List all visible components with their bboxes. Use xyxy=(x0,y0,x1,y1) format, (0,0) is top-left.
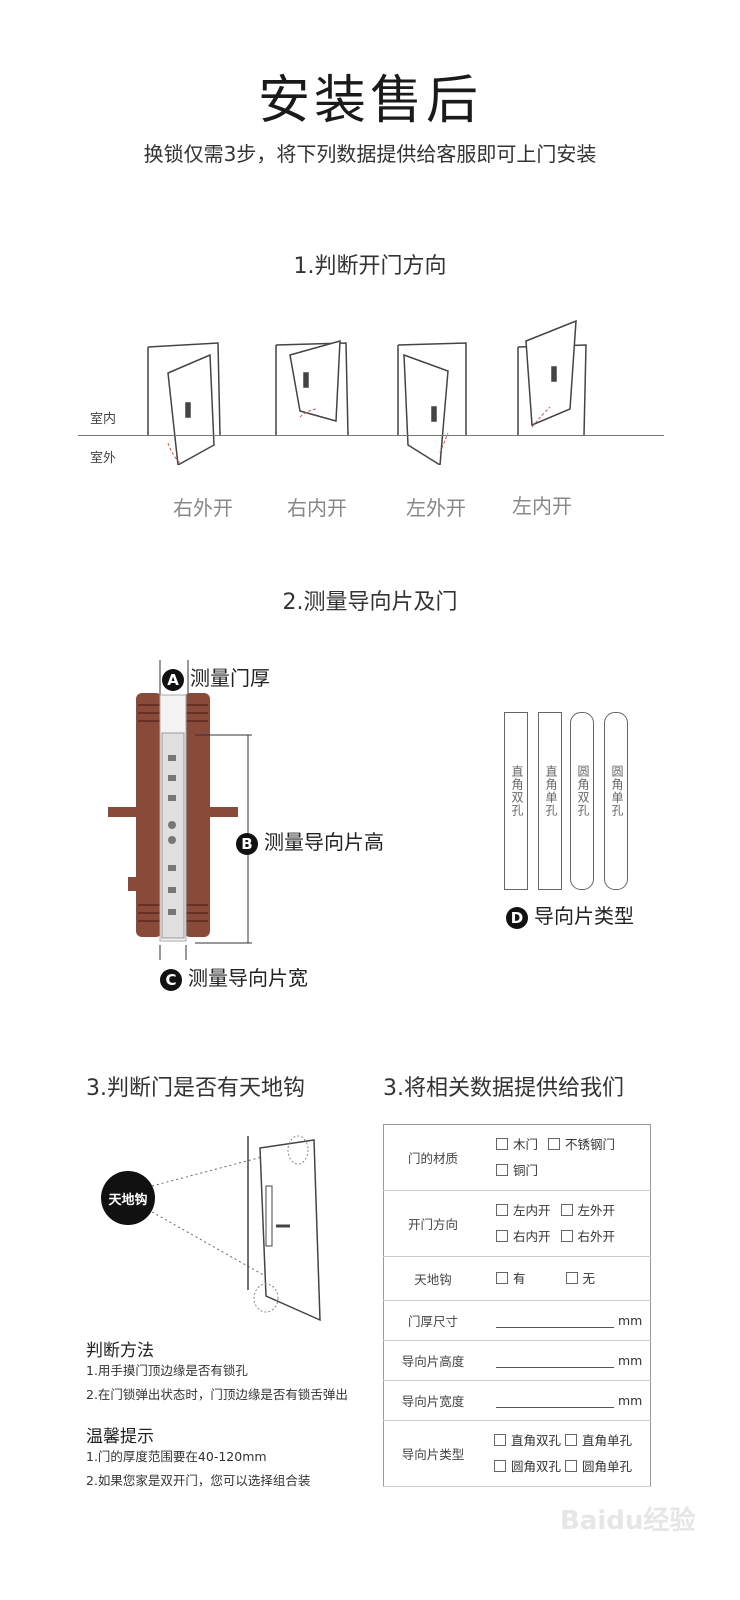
page-title: 安装售后 xyxy=(257,71,482,131)
form-label-plate-type: 导向片类型 xyxy=(383,1420,482,1487)
thickness-unit: mm xyxy=(618,1313,643,1328)
callout-plate-height: B 测量导向片高 xyxy=(236,826,384,855)
door-label-left-in: 左内开 xyxy=(512,494,572,518)
door-label-left-out: 左外开 xyxy=(406,496,466,520)
height-input[interactable] xyxy=(496,1353,614,1368)
callout-plate-width: C 测量导向片宽 xyxy=(160,962,308,991)
plate-square-double: 直角双孔 xyxy=(504,712,528,890)
checkbox-icon[interactable] xyxy=(560,1229,573,1242)
checkbox-icon[interactable] xyxy=(548,1137,561,1150)
plate-label-4: 圆角单孔 xyxy=(610,765,624,817)
checkbox-icon[interactable] xyxy=(565,1459,578,1472)
option-hook-yes[interactable]: 有 xyxy=(496,1266,526,1292)
checkbox-icon[interactable] xyxy=(565,1433,578,1446)
method-item-1: 1.用手摸门顶边缘是否有锁孔 xyxy=(86,1363,248,1378)
page-subtitle: 换锁仅需3步，将下列数据提供给客服即可上门安装 xyxy=(143,142,597,166)
door-label-right-in: 右内开 xyxy=(287,496,347,520)
option-right-out[interactable]: 右外开 xyxy=(560,1224,615,1250)
form-row-width: 导向片宽度 mm xyxy=(383,1380,651,1421)
callout-d-label: 导向片类型 xyxy=(534,904,634,928)
checkbox-icon[interactable] xyxy=(494,1459,506,1472)
lock-body-illustration xyxy=(108,660,252,960)
form-label-thickness: 门厚尺寸 xyxy=(383,1300,482,1341)
option-left-out[interactable]: 左外开 xyxy=(560,1198,615,1224)
form-row-plate-type: 导向片类型 直角双孔直角单孔 圆角双孔圆角单孔 xyxy=(383,1420,651,1487)
width-unit: mm xyxy=(618,1393,643,1408)
option-hook-no[interactable]: 无 xyxy=(565,1266,595,1292)
option-copper[interactable]: 铜门 xyxy=(496,1158,538,1184)
plate-label-2: 直角单孔 xyxy=(544,765,558,817)
checkbox-icon[interactable] xyxy=(496,1271,508,1284)
door-label-right-out: 右外开 xyxy=(173,496,233,520)
watermark: Baidu经验 xyxy=(560,1506,696,1536)
plate-label-3: 圆角双孔 xyxy=(576,765,590,817)
plate-round-single: 圆角单孔 xyxy=(604,712,628,890)
info-form: 门的材质 木门不锈钢门 铜门 开门方向 左内开左外开 右内开右外开 天地钩 有 无… xyxy=(383,1124,651,1487)
form-label-hook: 天地钩 xyxy=(383,1256,482,1301)
form-label-material: 门的材质 xyxy=(383,1124,482,1191)
form-label-width: 导向片宽度 xyxy=(383,1380,482,1421)
badge-a: A xyxy=(162,668,184,691)
method-title: 判断方法 xyxy=(86,1341,154,1361)
checkbox-icon[interactable] xyxy=(494,1433,506,1446)
option-left-in[interactable]: 左内开 xyxy=(496,1198,551,1224)
step3b-title: 3.将相关数据提供给我们 xyxy=(383,1076,624,1101)
option-square-double[interactable]: 直角双孔 xyxy=(494,1428,561,1454)
step2-title: 2.测量导向片及门 xyxy=(282,590,458,615)
form-row-material: 门的材质 木门不锈钢门 铜门 xyxy=(383,1124,651,1191)
checkbox-icon[interactable] xyxy=(496,1229,508,1242)
checkbox-icon[interactable] xyxy=(565,1271,578,1284)
plate-round-double: 圆角双孔 xyxy=(570,712,594,890)
form-label-direction: 开门方向 xyxy=(383,1190,482,1257)
option-round-double[interactable]: 圆角双孔 xyxy=(494,1454,561,1480)
checkbox-icon[interactable] xyxy=(496,1203,508,1216)
checkbox-icon[interactable] xyxy=(560,1203,573,1216)
thickness-input[interactable] xyxy=(496,1313,614,1328)
form-row-direction: 开门方向 左内开左外开 右内开右外开 xyxy=(383,1190,651,1257)
option-steel[interactable]: 不锈钢门 xyxy=(548,1132,615,1158)
outdoor-label: 室外 xyxy=(90,451,117,466)
option-square-single[interactable]: 直角单孔 xyxy=(565,1428,632,1454)
option-round-single[interactable]: 圆角单孔 xyxy=(565,1454,632,1480)
tips-title: 温馨提示 xyxy=(86,1427,154,1447)
form-row-height: 导向片高度 mm xyxy=(383,1340,651,1381)
height-unit: mm xyxy=(618,1353,643,1368)
option-right-in[interactable]: 右内开 xyxy=(496,1224,551,1250)
floor-line xyxy=(78,435,664,436)
indoor-label: 室内 xyxy=(90,412,117,427)
checkbox-icon[interactable] xyxy=(496,1163,508,1176)
step1-title: 1.判断开门方向 xyxy=(293,254,447,279)
form-label-height: 导向片高度 xyxy=(383,1340,482,1381)
plate-square-single: 直角单孔 xyxy=(538,712,562,890)
form-row-hook: 天地钩 有 无 xyxy=(383,1256,651,1301)
checkbox-icon[interactable] xyxy=(496,1137,508,1150)
tips-item-1: 1.门的厚度范围要在40-120mm xyxy=(86,1449,267,1464)
plate-label-1: 直角双孔 xyxy=(510,765,524,817)
callout-a-label: 测量门厚 xyxy=(190,666,270,690)
callout-door-thickness: A 测量门厚 xyxy=(162,662,270,691)
width-input[interactable] xyxy=(496,1393,614,1408)
badge-d: D xyxy=(506,906,528,929)
door-direction-illustrations xyxy=(147,319,587,465)
form-row-thickness: 门厚尺寸 mm xyxy=(383,1300,651,1341)
badge-b: B xyxy=(236,832,258,855)
badge-c: C xyxy=(160,968,182,991)
callout-b-label: 测量导向片高 xyxy=(264,830,384,854)
step3a-title: 3.判断门是否有天地钩 xyxy=(86,1076,305,1101)
callout-plate-type: D 导向片类型 xyxy=(506,900,634,929)
option-wood[interactable]: 木门 xyxy=(496,1132,538,1158)
door-hook-illustration xyxy=(101,1135,321,1322)
method-item-2: 2.在门锁弹出状态时，门顶边缘是否有锁舌弹出 xyxy=(86,1387,348,1402)
tips-item-2: 2.如果您家是双开门，您可以选择组合装 xyxy=(86,1473,311,1488)
hook-badge-label: 天地钩 xyxy=(108,1193,148,1208)
callout-c-label: 测量导向片宽 xyxy=(188,966,308,990)
